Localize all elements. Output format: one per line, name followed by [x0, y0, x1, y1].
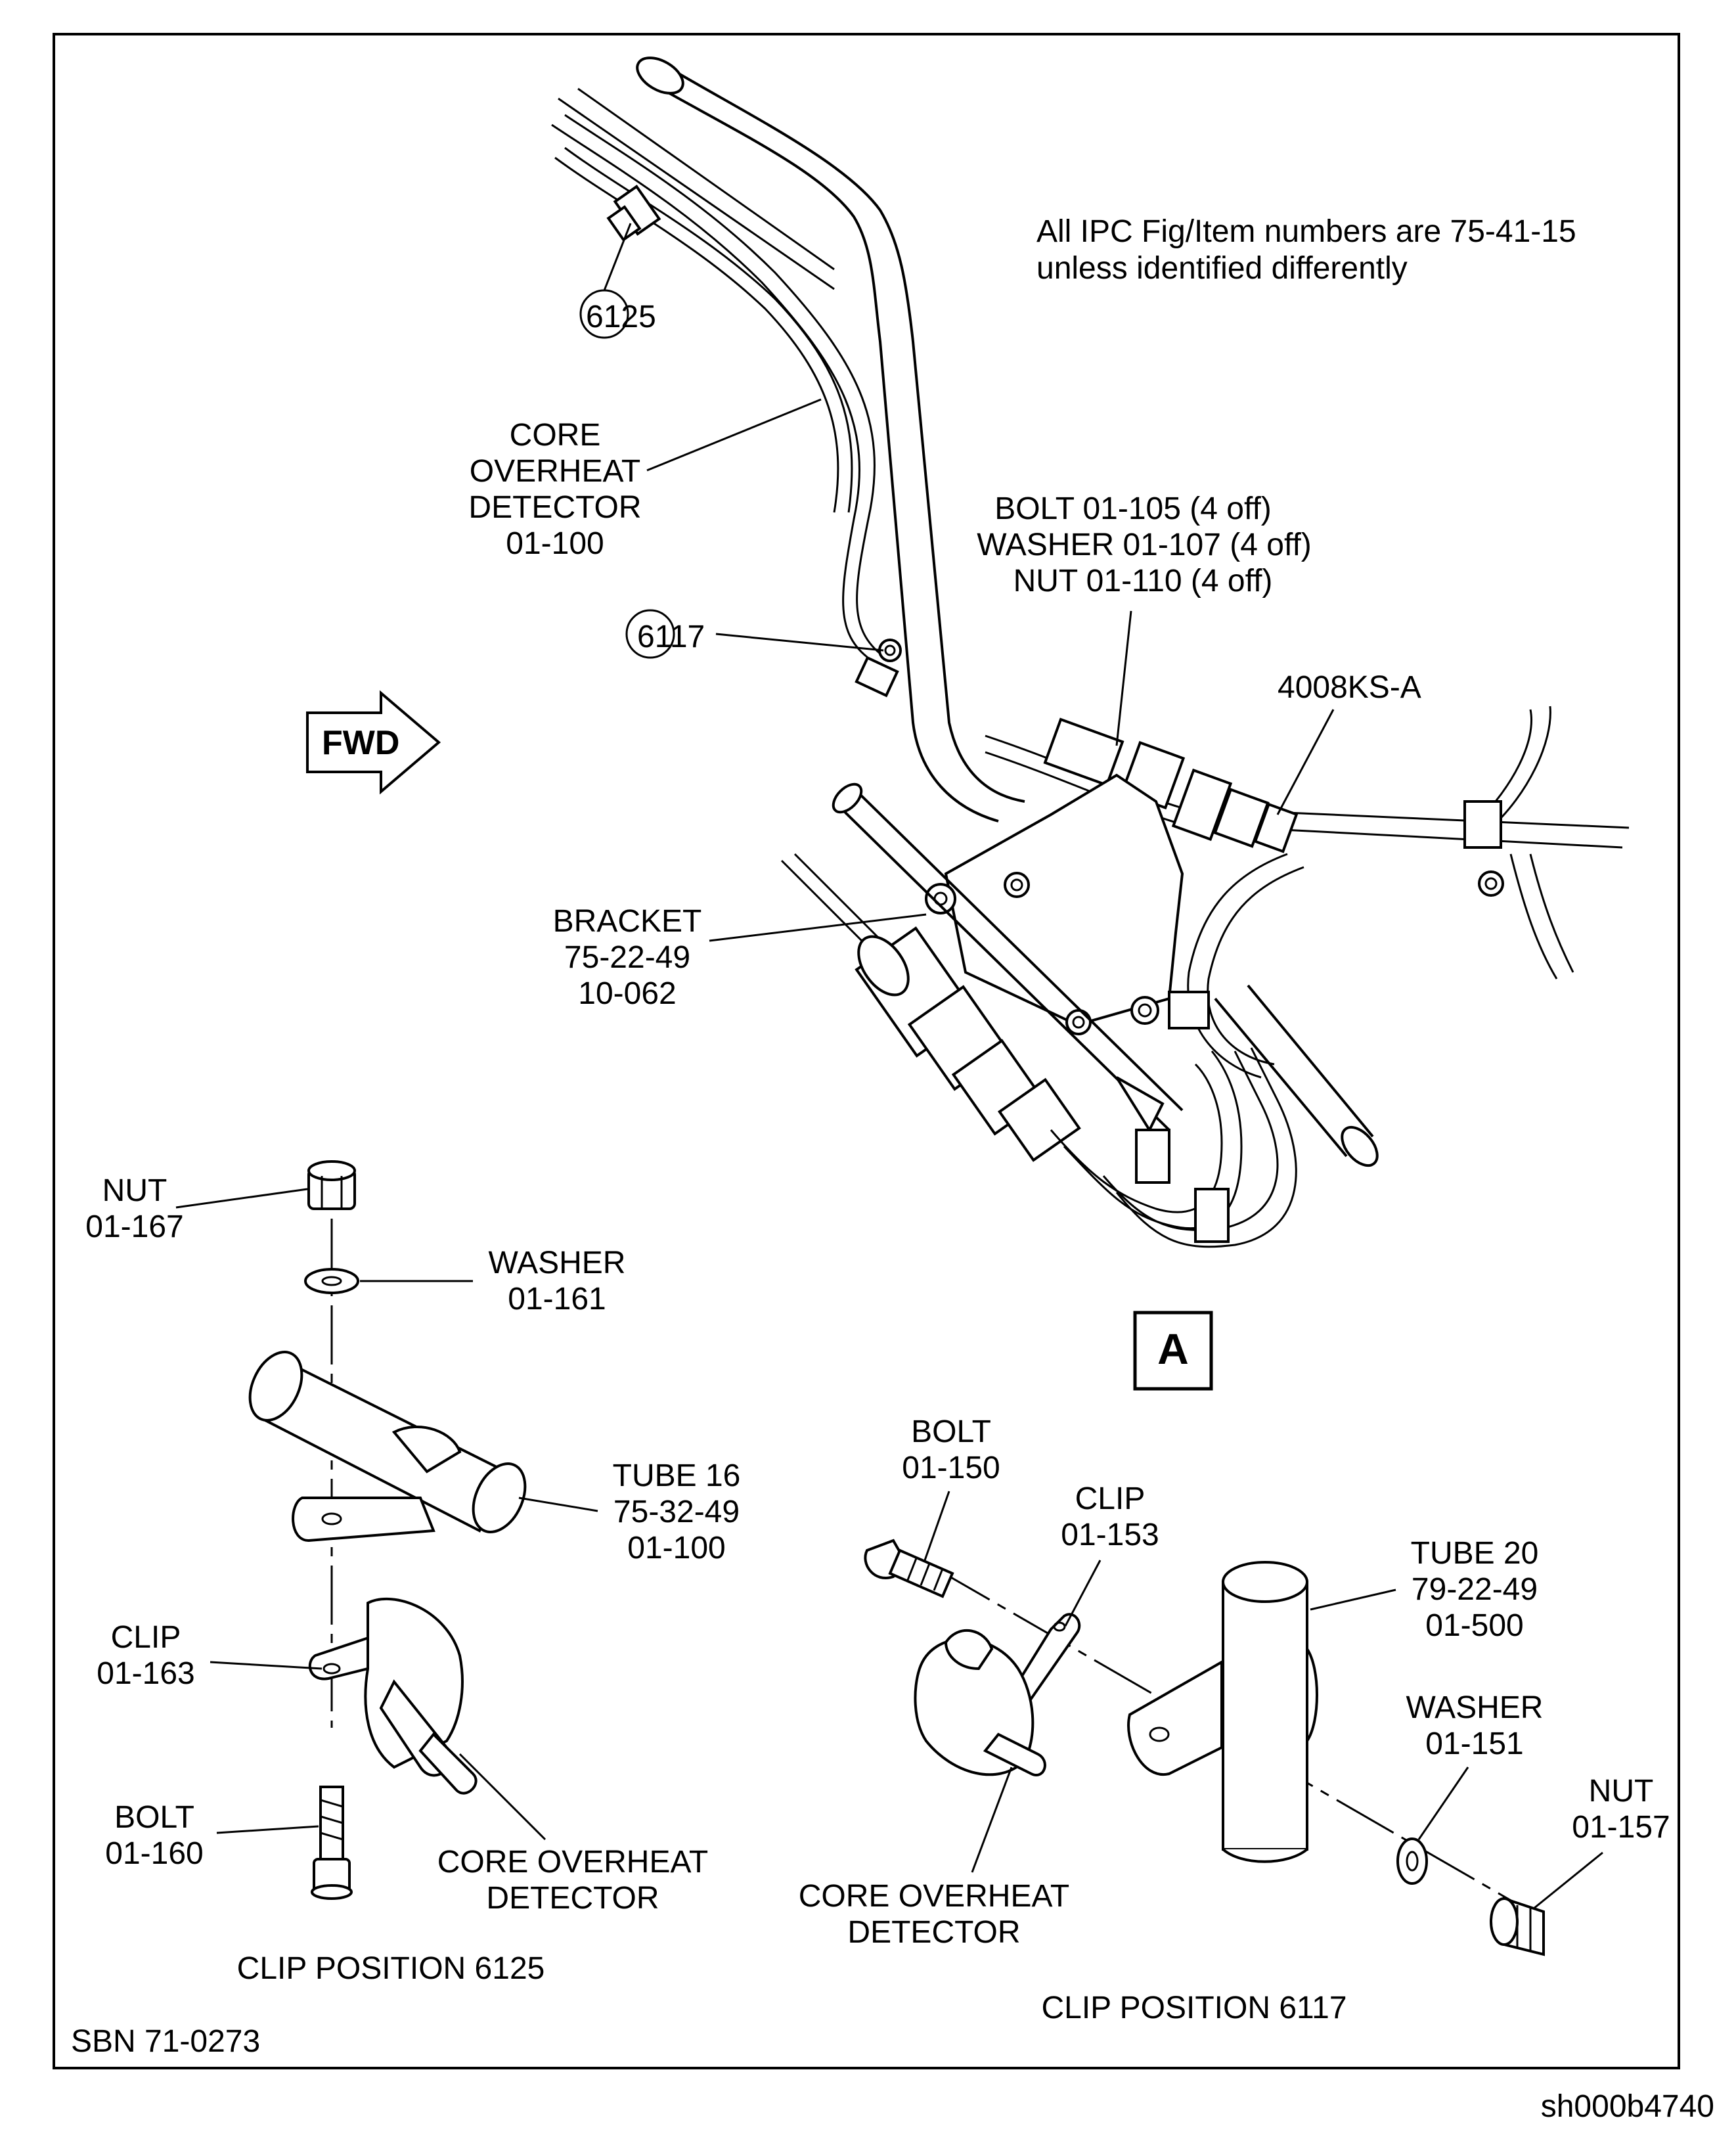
- svg-text:DETECTOR: DETECTOR: [468, 490, 641, 525]
- callout-6125-label: 6125: [586, 300, 656, 334]
- view-a-label: A: [1157, 1324, 1189, 1373]
- sheet-id: sh000b4740: [1541, 2089, 1714, 2124]
- label-nut-01-157-a: NUT: [1589, 1774, 1654, 1809]
- label-detector-6125-b: DETECTOR: [486, 1881, 659, 1916]
- clip-01-163: [308, 1597, 478, 1795]
- label-tube-16-b: 75-32-49: [613, 1495, 740, 1529]
- svg-text:CORE: CORE: [510, 418, 601, 453]
- callout-6117-label: 6117: [637, 620, 705, 654]
- clip-01-153: [914, 1613, 1081, 1776]
- label-clip-01-153-b: 01-153: [1061, 1518, 1159, 1552]
- label-clip-01-163-b: 01-163: [97, 1656, 194, 1691]
- note-line-2: unless identified differently: [1036, 251, 1408, 286]
- label-nut-01-167-b: 01-167: [85, 1209, 183, 1244]
- callout-6117-circle: [625, 609, 675, 659]
- detail-clip-position-6125: NUT 01-167 WASHER 01-161 TUBE 16 75-32-4…: [85, 1160, 741, 1986]
- label-core-overheat-detector: CORE OVERHEAT DETECTOR 01-100: [468, 418, 641, 561]
- label-washer-01-151-a: WASHER: [1406, 1690, 1544, 1725]
- nut-01-167: [307, 1160, 356, 1210]
- label-bolt-01-160-a: BOLT: [114, 1800, 194, 1835]
- label-clip-01-163-a: CLIP: [111, 1620, 181, 1655]
- detail-clip-position-6117: BOLT 01-150 CLIP 01-153 TUBE 20 79-22-49…: [799, 1414, 1670, 2025]
- label-bolt-01-150-b: 01-150: [902, 1451, 1000, 1485]
- svg-text:WASHER 01-107 (4 off): WASHER 01-107 (4 off): [977, 528, 1312, 562]
- label-washer-01-151-b: 01-151: [1425, 1726, 1523, 1761]
- label-tube-20-a: TUBE 20: [1411, 1536, 1539, 1571]
- svg-text:BOLT 01-105 (4 off): BOLT 01-105 (4 off): [994, 491, 1272, 526]
- page-border: [53, 33, 1680, 2069]
- sbn-reference: SBN 71-0273: [71, 2024, 260, 2059]
- label-detector-6117-a: CORE OVERHEAT: [799, 1879, 1070, 1914]
- svg-text:OVERHEAT: OVERHEAT: [470, 454, 640, 489]
- label-tube-16-a: TUBE 16: [613, 1458, 741, 1493]
- label-bolt-washer-nut: BOLT 01-105 (4 off) WASHER 01-107 (4 off…: [977, 491, 1312, 598]
- caption-clip-position-6117: CLIP POSITION 6117: [1041, 1991, 1347, 2025]
- label-bracket: BRACKET 75-22-49 10-062: [553, 904, 702, 1011]
- part-ref-4008ks-a: 4008KS-A: [1278, 670, 1421, 705]
- label-nut-01-167-a: NUT: [102, 1173, 167, 1208]
- label-clip-01-153-a: CLIP: [1075, 1481, 1146, 1516]
- bolt-01-160: [311, 1786, 353, 1900]
- label-bolt-01-150-a: BOLT: [911, 1414, 991, 1449]
- view-a-box: [1133, 1311, 1213, 1391]
- washer-01-151: [1396, 1837, 1428, 1885]
- actuator-body: [855, 926, 1165, 1162]
- svg-text:BRACKET: BRACKET: [553, 904, 702, 939]
- fwd-label: FWD: [322, 724, 399, 762]
- label-tube-16-c: 01-100: [627, 1531, 725, 1566]
- svg-text:NUT 01-110 (4 off): NUT 01-110 (4 off): [1013, 564, 1273, 598]
- label-bolt-01-160-b: 01-160: [105, 1836, 203, 1871]
- fwd-arrow: FWD: [306, 690, 441, 795]
- label-detector-6125-a: CORE OVERHEAT: [437, 1845, 709, 1880]
- label-tube-20-c: 01-500: [1425, 1608, 1523, 1643]
- svg-text:75-22-49: 75-22-49: [564, 940, 690, 975]
- engine-tube-assembly: [551, 56, 1630, 1248]
- label-washer-01-161-b: 01-161: [508, 1282, 606, 1317]
- label-nut-01-157-b: 01-157: [1572, 1810, 1670, 1845]
- note-line-1: All IPC Fig/Item numbers are 75-41-15: [1036, 214, 1576, 249]
- label-tube-20-b: 79-22-49: [1412, 1572, 1538, 1607]
- caption-clip-position-6125: CLIP POSITION 6125: [237, 1951, 545, 1986]
- svg-text:01-100: 01-100: [506, 526, 604, 561]
- bracket-plate: [925, 773, 1210, 1035]
- tube-16: [248, 1351, 527, 1543]
- connector-4008ks-a: [1043, 717, 1299, 853]
- label-washer-01-161-a: WASHER: [489, 1246, 626, 1280]
- washer-01-161: [304, 1268, 359, 1294]
- label-detector-6117-b: DETECTOR: [847, 1915, 1020, 1950]
- tube-20: [1127, 1561, 1318, 1863]
- svg-text:10-062: 10-062: [578, 976, 676, 1011]
- nut-01-157: [1490, 1897, 1545, 1956]
- bolt-01-150: [864, 1539, 954, 1598]
